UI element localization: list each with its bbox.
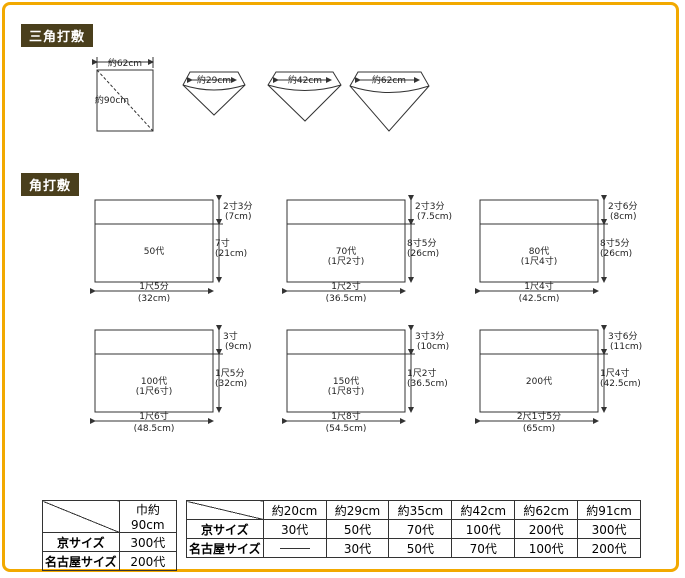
side-dimension-cm-label: (26cm): [600, 249, 632, 259]
table2-header: 約62cm: [514, 500, 579, 520]
table2-cell: 300代: [577, 519, 641, 539]
dash-mark: [279, 548, 310, 549]
cloth-box: [479, 329, 599, 413]
table2-cell: 70代: [451, 538, 516, 558]
bottom-dimension-cm-label: (65cm): [523, 424, 555, 434]
bottom-dimension-label: 2尺1寸5分: [517, 410, 561, 422]
table1-cell: 200代: [118, 551, 178, 571]
side-dimension-cm-label: (21cm): [215, 249, 247, 259]
box-sub-label: (1尺8寸): [328, 385, 364, 397]
cloth-box: [286, 199, 406, 283]
table2-header: 約91cm: [577, 500, 641, 520]
box-name-label: 70代: [336, 246, 356, 257]
bottom-dimension-cm-label: (42.5cm): [519, 294, 560, 304]
bottom-dimension-label: 1尺4寸: [524, 280, 553, 292]
table2-cell: 200代: [577, 538, 641, 558]
table2-row-label: 京サイズ: [186, 519, 264, 539]
side-dimension-cm-label: (32cm): [215, 379, 247, 389]
top-dimension-label: 3寸3分: [415, 330, 444, 342]
top-dimension-cm-label: (10cm): [417, 342, 449, 352]
cloth-height-label: 約90cm: [95, 94, 129, 106]
side-dimension-label: 8寸5分: [407, 237, 436, 249]
top-dimension-cm-label: (7.5cm): [417, 212, 452, 222]
table2-cell: 50代: [325, 519, 390, 539]
bottom-dimension-cm-label: (54.5cm): [326, 424, 367, 434]
size-table-2: 約20cm 約29cm 約35cm 約42cm 約62cm 約91cm 京サイズ…: [186, 500, 641, 558]
top-dimension-cm-label: (9cm): [225, 342, 251, 352]
folded-triangle-1: 約29cm: [182, 71, 246, 116]
top-dimension-cm-label: (11cm): [610, 342, 642, 352]
size-table-1: 巾約90cm 京サイズ 300代 名古屋サイズ 200代: [42, 500, 178, 571]
bottom-dimension-cm-label: (32cm): [138, 294, 170, 304]
folded-triangle-3: 約62cm: [349, 71, 430, 132]
box-name-label: 200代: [526, 376, 552, 387]
side-dimension-cm-label: (42.5cm): [600, 379, 641, 389]
table1-row-label: 名古屋サイズ: [42, 551, 120, 571]
table2-cell: 100代: [451, 519, 516, 539]
folded-label-2: 約42cm: [288, 74, 322, 86]
side-dimension-cm-label: (36.5cm): [407, 379, 448, 389]
bottom-dimension-label: 1尺6寸: [139, 410, 168, 422]
bottom-dimension-label: 1尺8寸: [331, 410, 360, 422]
cloth-box: [286, 329, 406, 413]
table2-cell: 30代: [262, 519, 327, 539]
top-dimension-label: 2寸6分: [608, 200, 637, 212]
bottom-dimension-label: 1尺2寸: [331, 280, 360, 292]
table2-header: 約42cm: [451, 500, 516, 520]
box-sub-label: (1尺2寸): [328, 255, 364, 267]
table2-header: 約35cm: [388, 500, 453, 520]
top-dimension-label: 3寸6分: [608, 330, 637, 342]
section-title-triangle: 三角打敷: [21, 24, 94, 47]
table1-cell: 300代: [118, 532, 178, 552]
square-diagram: 50代2寸3分(7cm)7寸(21cm)1尺5分(32cm)70代(1尺2寸)2…: [90, 195, 642, 434]
folded-label-3: 約62cm: [372, 74, 406, 86]
cloth-box: [94, 329, 214, 413]
top-dimension-cm-label: (7cm): [225, 212, 251, 222]
box-name-label: 100代: [141, 376, 167, 387]
side-dimension-label: 1尺4寸: [600, 367, 629, 379]
table2-row-label: 名古屋サイズ: [186, 538, 264, 558]
table2-cell: 50代: [388, 538, 453, 558]
folded-label-1: 約29cm: [197, 74, 231, 86]
side-dimension-label: 8寸5分: [600, 237, 629, 249]
cloth-box: [479, 199, 599, 283]
table2-cell: 70代: [388, 519, 453, 539]
table2-cell: 200代: [514, 519, 579, 539]
triangle-diagram: 約62cm 約90cm 約29cm 約42cm 約62cm: [92, 57, 430, 132]
box-sub-label: (1尺6寸): [136, 385, 172, 397]
top-dimension-cm-label: (8cm): [610, 212, 636, 222]
side-dimension-cm-label: (26cm): [407, 249, 439, 259]
side-dimension-label: 1尺5分: [215, 368, 244, 379]
table2-cell: 30代: [325, 538, 390, 558]
top-dimension-label: 2寸3分: [415, 200, 444, 212]
bottom-dimension-label: 1尺5分: [139, 281, 168, 292]
top-dimension-label: 2寸3分: [223, 200, 252, 212]
box-name-label: 150代: [333, 376, 359, 387]
box-name-label: 80代: [529, 246, 549, 257]
table2-header: 約20cm: [262, 500, 327, 520]
table2-header: 約29cm: [325, 500, 390, 520]
table1-header: 巾約90cm: [118, 500, 178, 533]
box-sub-label: (1尺4寸): [521, 255, 557, 267]
table1-row-label: 京サイズ: [42, 532, 120, 552]
page-frame: [2, 2, 679, 572]
cloth-width-label: 約62cm: [108, 57, 142, 69]
box-name-label: 50代: [144, 246, 164, 257]
side-dimension-label: 1尺2寸: [407, 367, 436, 379]
bottom-dimension-cm-label: (48.5cm): [134, 424, 175, 434]
table2-cell-empty: [262, 538, 327, 558]
fold-line: [96, 69, 154, 132]
cloth-box: [94, 199, 214, 283]
folded-triangle-2: 約42cm: [267, 71, 342, 122]
section-title-square: 角打敷: [21, 173, 80, 196]
table2-cell: 100代: [514, 538, 579, 558]
side-dimension-label: 7寸: [215, 237, 230, 249]
top-dimension-label: 3寸: [223, 330, 238, 342]
bottom-dimension-cm-label: (36.5cm): [326, 294, 367, 304]
